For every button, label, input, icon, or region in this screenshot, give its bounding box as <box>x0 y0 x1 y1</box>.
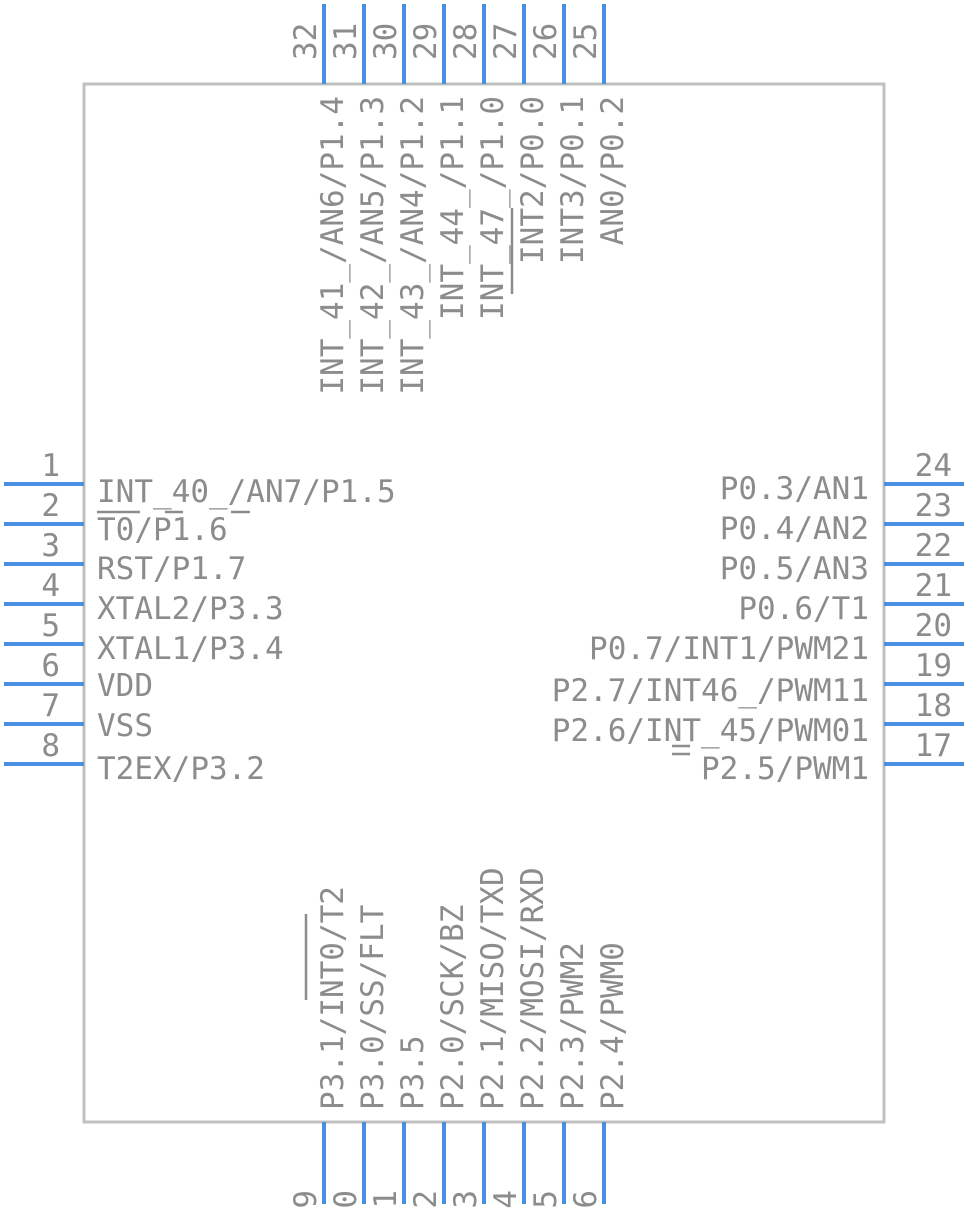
pin-group-top: 32 INT_41_/AN6/P1.4 31 INT_42_/AN5/P1.3 … <box>288 4 631 395</box>
pin-10-number: 10 <box>328 1190 364 1208</box>
pin-16-number: 16 <box>568 1190 604 1208</box>
pin-19-number: 19 <box>915 648 952 684</box>
pin-8-name: T2EX/P3.2 <box>97 751 265 787</box>
pin-29-number: 29 <box>408 23 444 60</box>
pin-3-number: 3 <box>41 528 60 564</box>
pin-4-number: 4 <box>41 568 60 604</box>
pin-5-number: 5 <box>41 608 60 644</box>
pin-28-name: INT_47_/P1.0 <box>475 96 511 320</box>
pin-11-number: 11 <box>368 1190 404 1208</box>
pin-13-number: 13 <box>448 1190 484 1208</box>
pin-2-number: 2 <box>41 488 60 524</box>
pin-19-name: P2.7/INT46_/PWM11 <box>552 673 869 709</box>
pin-10-name: P3.0/SS/FLT <box>355 905 391 1110</box>
pin-group-right: 24 P0.3/AN1 23 P0.4/AN2 22 P0.5/AN3 21 P… <box>552 448 964 787</box>
pin-20-number: 20 <box>915 608 952 644</box>
pin-32-name: INT_41_/AN6/P1.4 <box>315 96 351 395</box>
pin-27-number: 27 <box>488 23 524 60</box>
pin-2-name: T0/P1.6 <box>97 512 228 548</box>
pin-1-name: INT_40_/AN7/P1.5 <box>97 474 396 510</box>
pin-22-name: P0.5/AN3 <box>720 551 869 587</box>
pin-28-number: 28 <box>448 23 484 60</box>
pin-15-name: P2.3/PWM2 <box>555 942 591 1110</box>
pin-24-name: P0.3/AN1 <box>720 471 869 507</box>
pin-17-name: P2.5/PWM1 <box>701 751 869 787</box>
pin-12-name: P2.0/SCK/BZ <box>435 905 471 1110</box>
pin-11-name: P3.5 <box>395 1035 431 1110</box>
pin-31-number: 31 <box>328 23 364 60</box>
pin-14-name: P2.2/MOSI/RXD <box>515 867 551 1110</box>
pin-12-number: 12 <box>408 1190 444 1208</box>
pin-16-name: P2.4/PWM0 <box>595 942 631 1110</box>
pin-30-name: INT_43_/AN4/P1.2 <box>395 96 431 395</box>
pin-21-name: P0.6/T1 <box>738 591 869 627</box>
pin-3-name: RST/P1.7 <box>97 551 246 587</box>
pin-25-name: AN0/P0.2 <box>595 96 631 245</box>
pin-26-name: INT3/P0.1 <box>555 96 591 264</box>
pin-9-number: 9 <box>288 1190 324 1208</box>
pin-group-bottom: 9 P3.1/INT0/T2 10 P3.0/SS/FLT 11 P3.5 12… <box>288 867 631 1208</box>
pin-group-left: 1 INT_40_/AN7/P1.5 2 T0/P1.6 3 RST/P1.7 … <box>4 448 396 787</box>
pin-6-name: VDD <box>97 668 153 704</box>
pin-30-number: 30 <box>368 23 404 60</box>
pin-7-number: 7 <box>41 688 60 724</box>
pin-6-number: 6 <box>41 648 60 684</box>
pin-24-number: 24 <box>915 448 952 484</box>
pin-5-name: XTAL1/P3.4 <box>97 631 284 667</box>
pin-15-number: 15 <box>528 1190 564 1208</box>
pin-31-name: INT_42_/AN5/P1.3 <box>355 96 391 395</box>
pin-4-name: XTAL2/P3.3 <box>97 591 284 627</box>
pin-23-number: 23 <box>915 488 952 524</box>
pin-18-name: P2.6/INT_45/PWM01 <box>552 713 869 749</box>
pin-9-name: P3.1/INT0/T2 <box>315 886 351 1110</box>
pin-17-number: 17 <box>915 728 952 764</box>
pin-23-name: P0.4/AN2 <box>720 511 869 547</box>
pin-8-number: 8 <box>41 728 60 764</box>
active-low-overbars <box>97 208 690 1000</box>
pin-22-number: 22 <box>915 528 952 564</box>
pin-27-name: INT2/P0.0 <box>515 96 551 264</box>
pin-29-name: INT_44_/P1.1 <box>435 96 471 320</box>
pin-25-number: 25 <box>568 23 604 60</box>
pin-14-number: 14 <box>488 1190 524 1208</box>
pin-26-number: 26 <box>528 23 564 60</box>
pin-32-number: 32 <box>288 23 324 60</box>
pin-21-number: 21 <box>915 568 952 604</box>
pin-13-name: P2.1/MISO/TXD <box>475 867 511 1110</box>
pin-1-number: 1 <box>41 448 60 484</box>
pin-18-number: 18 <box>915 688 952 724</box>
pin-7-name: VSS <box>97 708 153 744</box>
pin-20-name: P0.7/INT1/PWM21 <box>589 631 869 667</box>
